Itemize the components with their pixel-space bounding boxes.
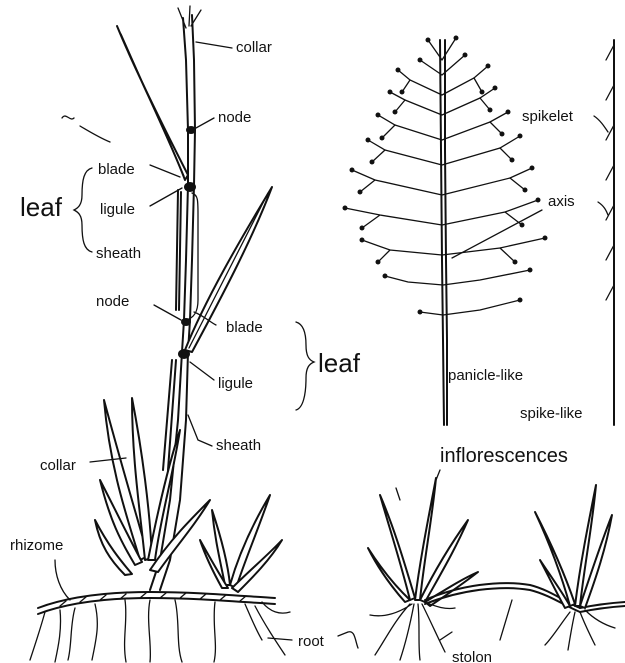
collar-label: collar <box>40 457 76 474</box>
blade-label: blade <box>226 319 263 336</box>
node-label: node <box>96 293 129 310</box>
leaf-label: leaf <box>20 192 63 222</box>
spikelet-label: spikelet <box>522 108 574 125</box>
blade-label: blade <box>98 161 135 178</box>
inflorescences-label: inflorescences <box>440 445 568 467</box>
node-label: node <box>218 109 251 126</box>
root-label: root <box>298 633 325 650</box>
spike-like-label: spike-like <box>520 405 583 422</box>
axis-label: axis <box>548 193 575 210</box>
ligule-label: ligule <box>100 201 135 218</box>
leaf-label: leaf <box>318 348 361 378</box>
rhizome-label: rhizome <box>10 537 63 554</box>
sheath-label: sheath <box>96 245 141 262</box>
spike-illustration <box>606 40 614 425</box>
sheath-label: sheath <box>216 437 261 454</box>
stolon-plant-illustration <box>368 470 625 660</box>
stolon-label: stolon <box>452 649 492 663</box>
ligule-label: ligule <box>218 375 253 392</box>
panicle-like-label: panicle-like <box>448 367 523 384</box>
collar-label: collar <box>236 39 272 56</box>
